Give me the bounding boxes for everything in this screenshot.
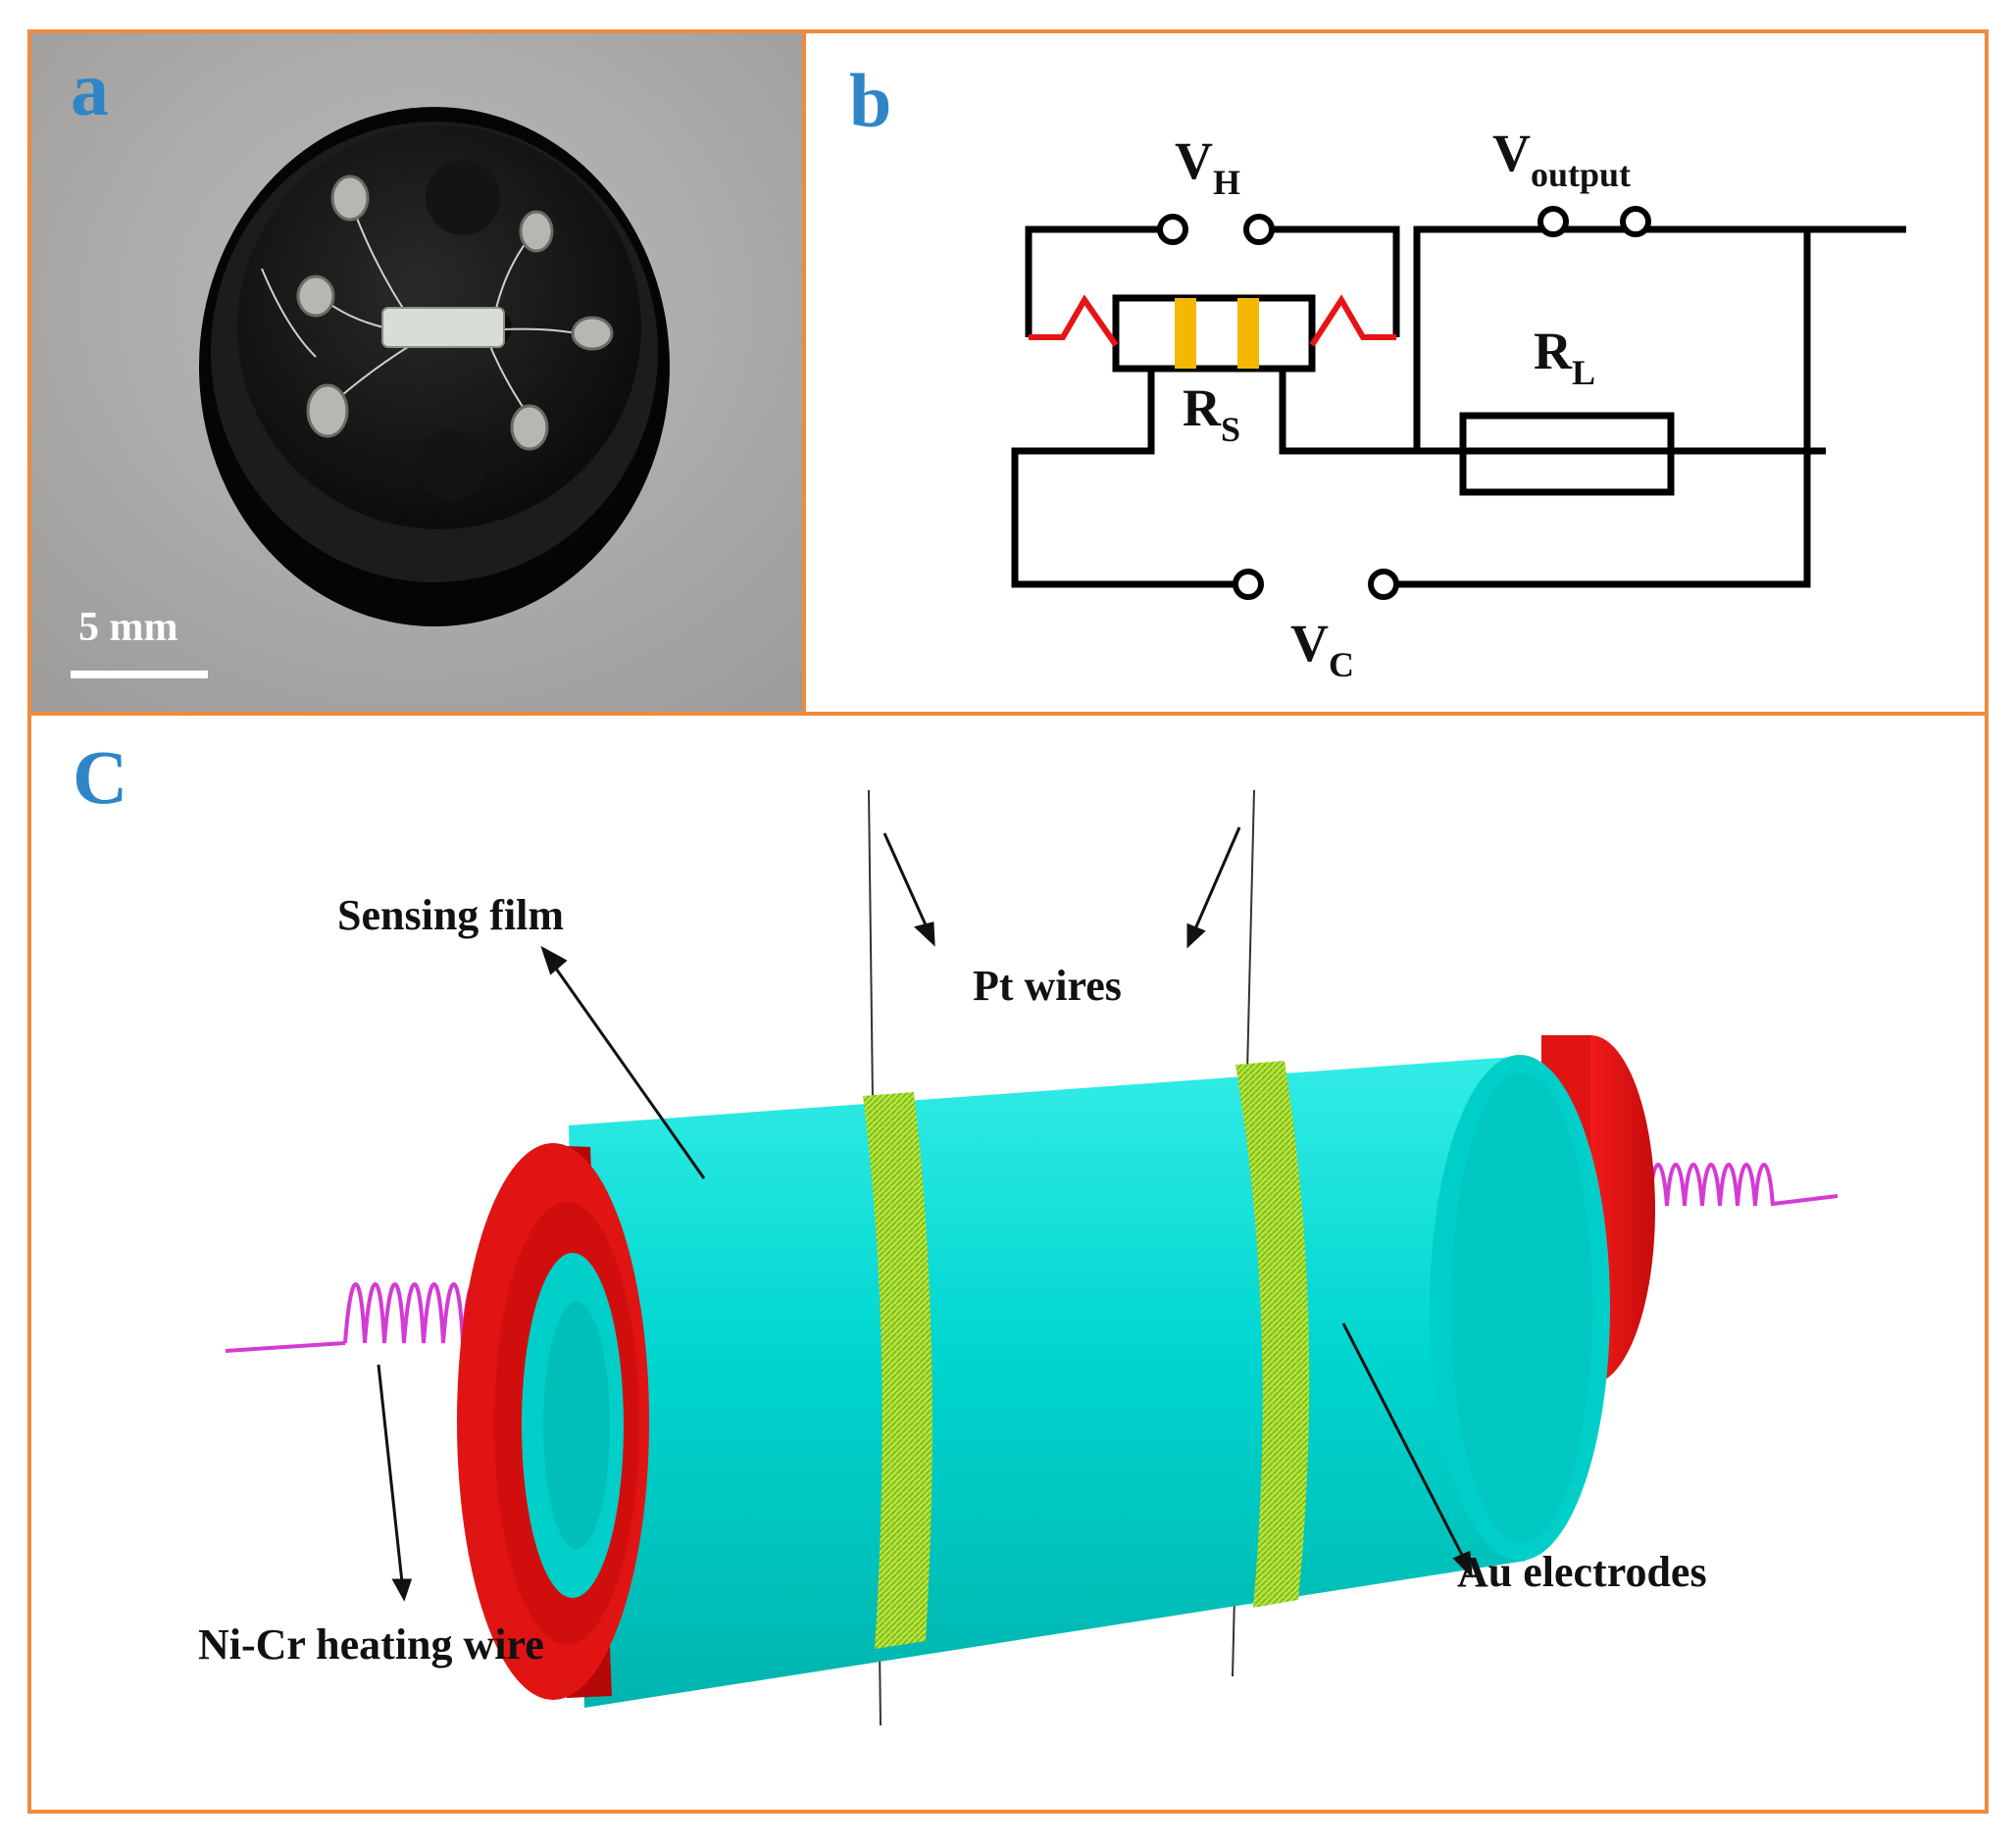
sensor-base [199, 107, 670, 626]
pt-arrow-left [882, 832, 930, 930]
pt-arrow-right [1192, 826, 1241, 932]
heater-coil-right [1309, 294, 1396, 347]
sensor-photo [31, 33, 802, 712]
heating-wire-label: Ni-Cr heating wire [198, 1620, 544, 1669]
sensor-rs-body [1112, 294, 1316, 373]
panel-c: C [27, 712, 1989, 1814]
panel-b: b [802, 29, 1989, 716]
voutput-label: Voutput [1492, 124, 1631, 194]
au-electrode-right [1235, 1061, 1310, 1608]
heater-wire-right [1259, 225, 1400, 337]
ceramic-tube [381, 307, 505, 348]
heating-coil-right [1630, 1163, 1775, 1207]
rl-label: RL [1534, 322, 1595, 392]
vh-label: VH [1175, 131, 1240, 202]
sensing-film-label: Sensing film [337, 891, 564, 939]
rs-lead-left [1011, 369, 1249, 588]
electrode-band-2 [1237, 298, 1259, 369]
heating-wire-right-lead [1772, 1194, 1839, 1206]
au-arrow [1341, 1322, 1467, 1562]
heater-wire-left [1025, 225, 1173, 337]
au-electrodes-label: Au electrodes [1457, 1548, 1707, 1596]
rs-lead-right [1279, 369, 1826, 455]
heating-wire-left-lead [225, 1341, 346, 1353]
sensor-3d-diagram: Sensing film Pt wires Au electrodes Ni-C… [198, 789, 1839, 1726]
au-electrode-left [863, 1092, 932, 1649]
ceramic-tube-left-end [457, 1143, 649, 1700]
sensing-film-cylinder [569, 1055, 1610, 1708]
scale-text: 5 mm [78, 605, 178, 650]
vc-label: VC [1290, 614, 1354, 684]
right-rail [1388, 229, 1811, 588]
sensing-film-arrow [547, 958, 706, 1179]
vh-terminal-right [1243, 214, 1275, 245]
panel-label-c: C [73, 734, 128, 820]
rs-label: RS [1183, 378, 1240, 449]
panel-a: a 5 mm [27, 29, 806, 716]
vc-terminal-right [1368, 569, 1399, 600]
output-wire-left [1413, 225, 1906, 451]
solder-pins [296, 174, 614, 451]
vh-terminal-left [1157, 214, 1188, 245]
heating-wire-arrow [377, 1364, 404, 1583]
pt-wires-label: Pt wires [973, 962, 1122, 1010]
vout-terminal-right [1620, 206, 1651, 237]
vc-terminal-left [1233, 569, 1264, 600]
vout-terminal-left [1537, 206, 1569, 237]
panel-label-b: b [849, 58, 892, 143]
circuit-diagram: VH Voutput RL RS VC [1011, 124, 1906, 684]
electrode-band-1 [1175, 298, 1196, 369]
heater-coil-left [1029, 294, 1119, 347]
panel-label-a: a [71, 46, 109, 131]
